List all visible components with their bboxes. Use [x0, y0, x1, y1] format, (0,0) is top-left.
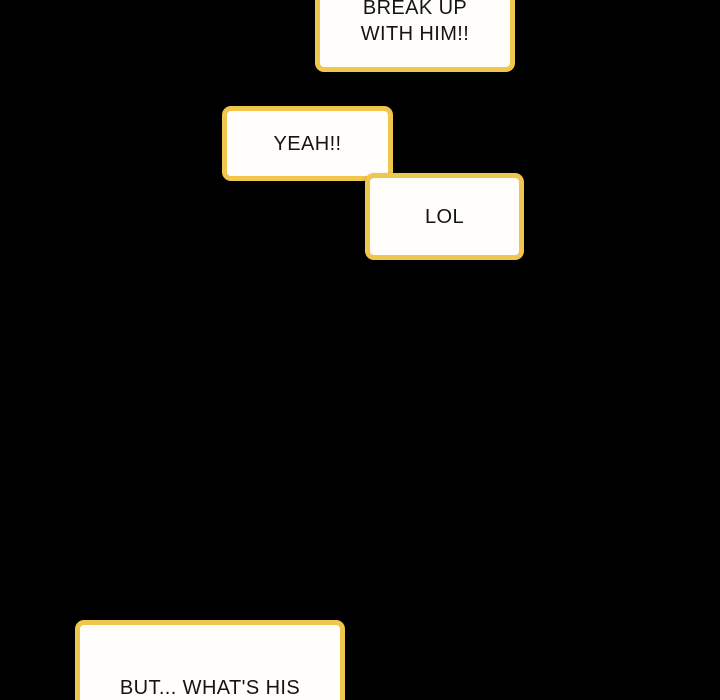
speech-bubble-but-whats-his: BUT... WHAT'S HIS: [75, 620, 345, 700]
speech-text-line: LOL: [424, 205, 464, 228]
speech-bubble-break-up: BREAK UP WITH HIM!!: [315, 0, 515, 72]
speech-text-line: BREAK UP: [362, 0, 468, 19]
speech-bubble-yeah: YEAH!!: [222, 106, 393, 181]
speech-text-line: BUT... WHAT'S HIS: [119, 677, 301, 699]
speech-text-line: WITH HIM!!: [360, 23, 470, 45]
speech-text-line: YEAH!!: [273, 132, 342, 155]
speech-bubble-lol: LOL: [365, 173, 524, 260]
